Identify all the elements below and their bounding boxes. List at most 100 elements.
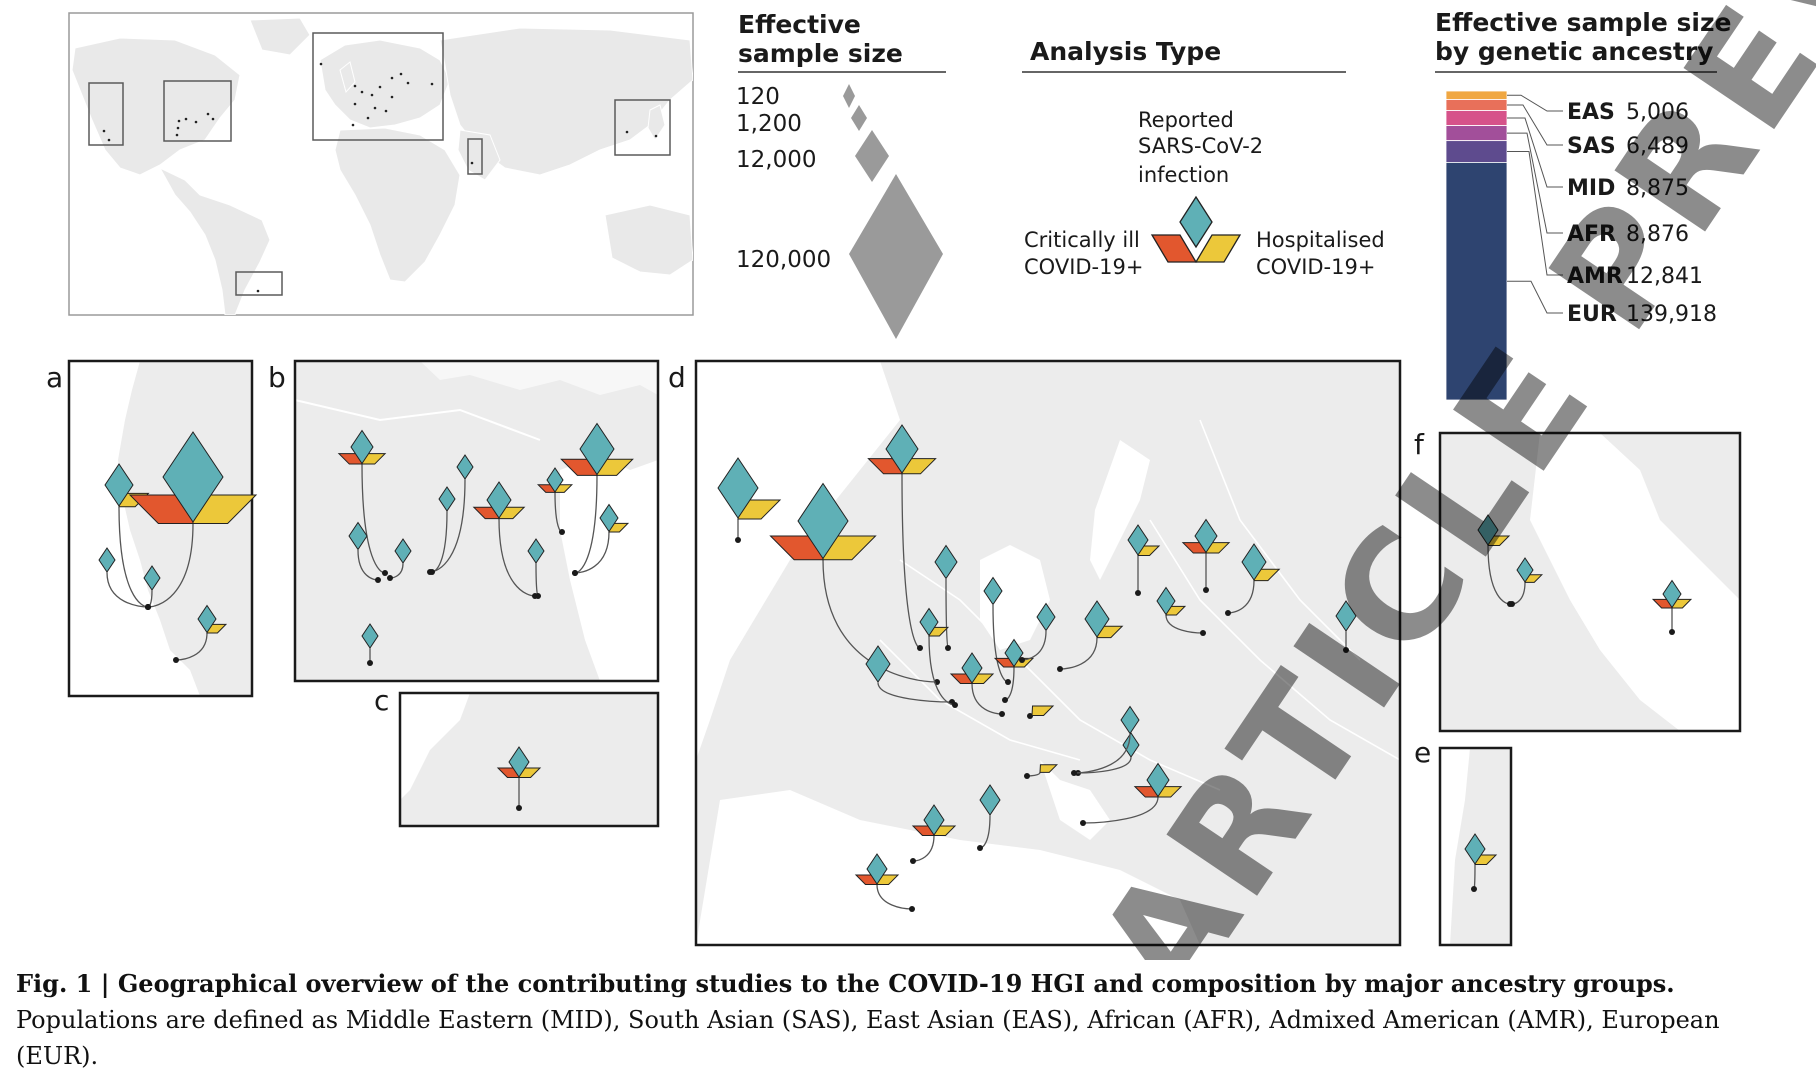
study-location-dot [516,805,522,811]
study-location-dot [1343,647,1349,653]
study-location-dot [1509,601,1515,607]
panel-b: b [268,359,660,683]
study-location-dot [375,577,381,583]
ancestry-segment-eas [1445,90,1508,100]
legend-reported-label-3: infection [1138,163,1229,187]
ancestry-code-sas: SAS [1567,134,1616,159]
study-marker [527,538,545,599]
reported-infection-diamond [98,547,116,573]
legend-diamond-120000 [849,174,943,339]
study-marker [361,623,379,666]
study-location-dot [387,575,393,581]
legend-reported-label-1: Reported [1138,108,1234,132]
study-marker [1335,600,1357,653]
legend-analysis-glyph [1150,195,1242,263]
study-location-dot [382,570,388,576]
study-location-dot [1200,630,1206,636]
reported-infection-diamond [1516,557,1534,583]
study-location-dot [945,645,951,651]
legend-size-1200: 1,200 [736,111,802,137]
study-location-dot [1071,770,1077,776]
legend-size-12000: 12,000 [736,147,816,173]
ancestry-code-afr: AFR [1567,222,1616,247]
study-location-dot [1203,587,1209,593]
study-marker [769,482,940,685]
study-marker [717,457,782,543]
legend-diamond-12000 [855,130,889,182]
panel-c: c [374,684,660,828]
reported-infection-diamond [1127,524,1149,556]
ancestry-connector-afr [1507,132,1563,234]
reported-infection-diamond [961,652,983,684]
legend-hospitalised-parallelogram [1194,234,1242,263]
panel-c-label: c [374,684,389,717]
reported-infection-diamond [486,481,512,519]
ancestry-code-mid: MID [1567,176,1615,201]
legend-hospitalised-label-2: COVID-19+ [1256,255,1375,279]
panel-f: f [1414,428,1742,733]
ancestry-segment-sas [1445,99,1508,111]
reported-infection-diamond [1036,602,1056,632]
study-marker [560,422,634,576]
ancestry-panel: Effective sample size by genetic ancestr… [1435,8,1731,401]
study-marker [1509,557,1544,607]
reported-infection-diamond [1004,638,1024,668]
reported-infection-diamond [350,429,374,465]
study-marker [1024,764,1059,779]
ancestry-value-eas: 5,006 [1626,100,1689,125]
reported-infection-diamond [885,424,919,474]
study-location-dot [1080,820,1086,826]
reported-infection-diamond [394,538,412,564]
world-overview-map [68,12,694,316]
reported-infection-diamond [1122,732,1140,758]
study-location-dot [145,604,151,610]
reported-infection-diamond [1156,586,1176,616]
reported-infection-diamond [979,784,1001,816]
study-location-dot [910,858,916,864]
legend-reported-label-2: SARS-CoV-2 [1138,134,1263,158]
reported-infection-diamond [1120,705,1140,735]
reported-infection-diamond [1477,514,1499,546]
study-location-dot [1024,773,1030,779]
study-location-dot [429,569,435,575]
figure-caption: Fig. 1 | Geographical overview of the co… [16,969,1720,1070]
legend-sample-size-title-1: Effective [738,10,861,39]
study-location-dot [1005,679,1011,685]
study-location-dot [952,702,958,708]
study-markers [98,422,1693,912]
study-location-dot [1057,666,1063,672]
ancestry-connector-eur [1507,280,1563,314]
study-marker [1181,518,1231,593]
ancestry-title-1: Effective sample size [1435,8,1731,37]
study-marker [572,503,630,576]
ancestry-value-sas: 6,489 [1626,134,1689,159]
reported-infection-diamond [546,467,564,493]
study-marker [919,607,958,708]
ancestry-value-afr: 8,876 [1626,222,1689,247]
legend-size-120: 120 [736,84,780,110]
study-marker [429,486,456,575]
study-location-dot [1019,657,1025,663]
study-marker [854,853,915,912]
study-marker [387,538,412,581]
study-marker [1071,705,1140,776]
legend-sample-size: Effective sample size 120 1,200 12,000 1… [736,10,946,339]
study-location-dot [999,711,1005,717]
study-marker [1080,762,1183,826]
reported-infection-diamond [197,604,217,634]
reported-infection-diamond [934,544,958,580]
legend-critical-label-1: Critically ill [1024,228,1140,252]
study-connector [147,523,194,608]
ancestry-connector-amr [1507,151,1563,276]
panel-d: d [668,359,1402,947]
study-marker [1057,600,1124,672]
study-location-dot [1471,886,1477,892]
panel-a-label: a [46,361,63,394]
study-marker [1464,833,1498,892]
study-location-dot [917,645,923,651]
caption-title: Geographical overview of the contributin… [117,969,1675,998]
ancestry-code-amr: AMR [1567,264,1623,289]
study-marker [934,544,958,651]
hospitalised-parallelogram [1031,705,1055,716]
study-marker [1127,524,1161,596]
